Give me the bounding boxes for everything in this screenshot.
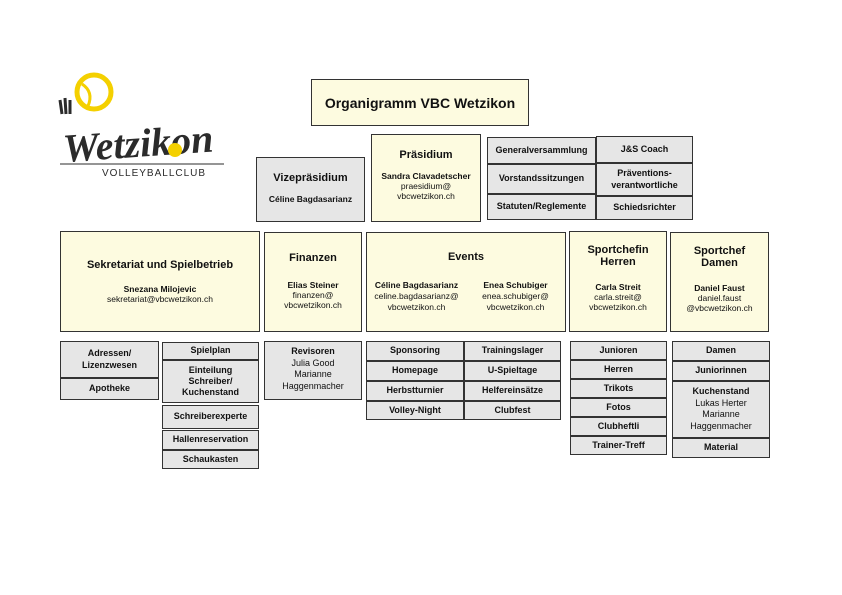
volleyball-icon <box>74 72 114 112</box>
damen-task: Damen <box>672 341 770 361</box>
damen-task: Material <box>672 438 770 458</box>
events-person-1-email-a: celine.bagdasarianz@ <box>374 291 459 302</box>
kuchenstand-box: Kuchenstand Lukas Herter Marianne Haggen… <box>672 381 770 438</box>
herren-task: Trikots <box>570 379 667 398</box>
sekretariat-email: sekretariat@vbcwetzikon.ch <box>107 294 213 304</box>
logo-subtitle: VOLLEYBALLCLUB <box>102 168 206 179</box>
revisoren-box: Revisoren Julia Good Marianne Haggenmach… <box>264 341 362 400</box>
governance-item: Vorstandssitzungen <box>487 164 596 194</box>
sportchef-damen-title-1: Sportchef <box>693 245 746 257</box>
sekretariat-task: Hallenreservation <box>162 430 259 450</box>
damen-task: Juniorinnen <box>672 361 770 381</box>
events-task: Clubfest <box>464 401 561 420</box>
events-task: Sponsoring <box>366 341 464 361</box>
events-task: Homepage <box>366 361 464 381</box>
finanzen-email-line-2: vbcwetzikon.ch <box>284 300 342 310</box>
praesidium-box: Präsidium Sandra Clavadetscher praesidiu… <box>371 134 481 222</box>
sportchef-damen-email-1: daniel.faust <box>697 293 742 303</box>
sekretariat-box: Sekretariat und Spielbetrieb Snezana Mil… <box>60 231 260 332</box>
vizepraesidium-title: Vizepräsidium <box>273 172 348 184</box>
page-title: Organigramm VBC Wetzikon <box>311 79 529 126</box>
sportchef-damen-email-2: @vbcwetzikon.ch <box>686 303 753 313</box>
coaching-item: J&S Coach <box>596 136 693 163</box>
sekretariat-title: Sekretariat und Spielbetrieb <box>86 259 234 271</box>
revisoren-title: Revisoren <box>291 346 335 356</box>
sportchef-damen-title-2: Damen <box>701 257 738 269</box>
kuchenstand-name: Haggenmacher <box>690 421 752 432</box>
logo-wordmark: Wetzikon <box>61 116 214 171</box>
sportchef-damen-box: Sportchef Damen Daniel Faust daniel.faus… <box>670 232 769 332</box>
sekretariat-person: Snezana Milojevic <box>123 284 197 294</box>
sportchefin-herren-title-2: Herren <box>600 256 636 268</box>
kuchenstand-name: Lukas Herter <box>695 397 747 408</box>
praesidium-email-line-2: vbcwetzikon.ch <box>397 191 455 201</box>
events-task: Herbstturnier <box>366 381 464 401</box>
finanzen-title: Finanzen <box>289 252 337 264</box>
coaching-item: Schiedsrichter <box>596 196 693 220</box>
revisoren-name: Marianne <box>294 369 332 380</box>
sekretariat-task: Apotheke <box>60 378 159 400</box>
herren-task: Herren <box>570 360 667 379</box>
kuchenstand-title: Kuchenstand <box>692 386 750 396</box>
events-person-1: Céline Bagdasarianz <box>374 280 459 290</box>
herren-task: Trainer-Treff <box>570 436 667 455</box>
kuchenstand-name: Marianne <box>702 409 740 420</box>
herren-task: Fotos <box>570 398 667 417</box>
events-box: Events Céline Bagdasarianz celine.bagdas… <box>366 232 566 332</box>
praesidium-title: Präsidium <box>399 149 453 161</box>
coaching-item: Präventions-verantwortliche <box>596 163 693 196</box>
vizepraesidium-person: Céline Bagdasarianz <box>268 194 353 204</box>
revisoren-name: Julia Good <box>291 357 335 368</box>
vizepraesidium-box: Vizepräsidium Céline Bagdasarianz <box>256 157 365 222</box>
events-person-1-block: Céline Bagdasarianz celine.bagdasarianz@… <box>367 280 466 313</box>
herren-task: Clubheftli <box>570 417 667 436</box>
events-person-1-email-b: vbcwetzikon.ch <box>387 302 446 313</box>
events-person-2: Enea Schubiger <box>483 280 548 290</box>
sekretariat-task: Adressen/ Lizenzwesen <box>60 341 159 378</box>
sportchefin-herren-title-1: Sportchefin <box>587 244 649 256</box>
events-person-2-block: Enea Schubiger enea.schubiger@ vbcwetzik… <box>466 280 565 313</box>
events-task: Trainingslager <box>464 341 561 361</box>
vbc-wetzikon-logo: Wetzikon VOLLEYBALLCLUB <box>58 72 224 179</box>
governance-item: Generalversammlung <box>487 137 596 164</box>
sportchefin-herren-person: Carla Streit <box>595 282 641 292</box>
events-task: U-Spieltage <box>464 361 561 381</box>
events-title: Events <box>447 251 485 263</box>
sekretariat-task: Spielplan <box>162 342 259 360</box>
sportchefin-herren-box: Sportchefin Herren Carla Streit carla.st… <box>569 231 667 332</box>
governance-item: Statuten/Reglemente <box>487 194 596 220</box>
praesidium-person: Sandra Clavadetscher <box>381 171 471 181</box>
praesidium-email-line-1: praesidium@ <box>400 181 452 191</box>
finanzen-email-line-1: finanzen@ <box>292 290 334 300</box>
finanzen-person: Elias Steiner <box>287 280 339 290</box>
events-task: Helfereinsätze <box>464 381 561 401</box>
events-person-2-email-b: vbcwetzikon.ch <box>486 302 545 313</box>
sekretariat-task: Schreiberexperte <box>162 405 259 429</box>
sekretariat-task: Einteilung Schreiber/ Kuchenstand <box>162 360 259 403</box>
events-task: Volley-Night <box>366 401 464 420</box>
sportchefin-herren-email-2: vbcwetzikon.ch <box>589 302 647 312</box>
herren-task: Junioren <box>570 341 667 360</box>
sportchef-damen-person: Daniel Faust <box>694 283 745 293</box>
sportchefin-herren-email-1: carla.streit@ <box>594 292 642 302</box>
revisoren-name: Haggenmacher <box>282 381 344 392</box>
sekretariat-task: Schaukasten <box>162 450 259 469</box>
events-person-2-email-a: enea.schubiger@ <box>482 291 549 302</box>
finanzen-box: Finanzen Elias Steiner finanzen@ vbcwetz… <box>264 232 362 332</box>
